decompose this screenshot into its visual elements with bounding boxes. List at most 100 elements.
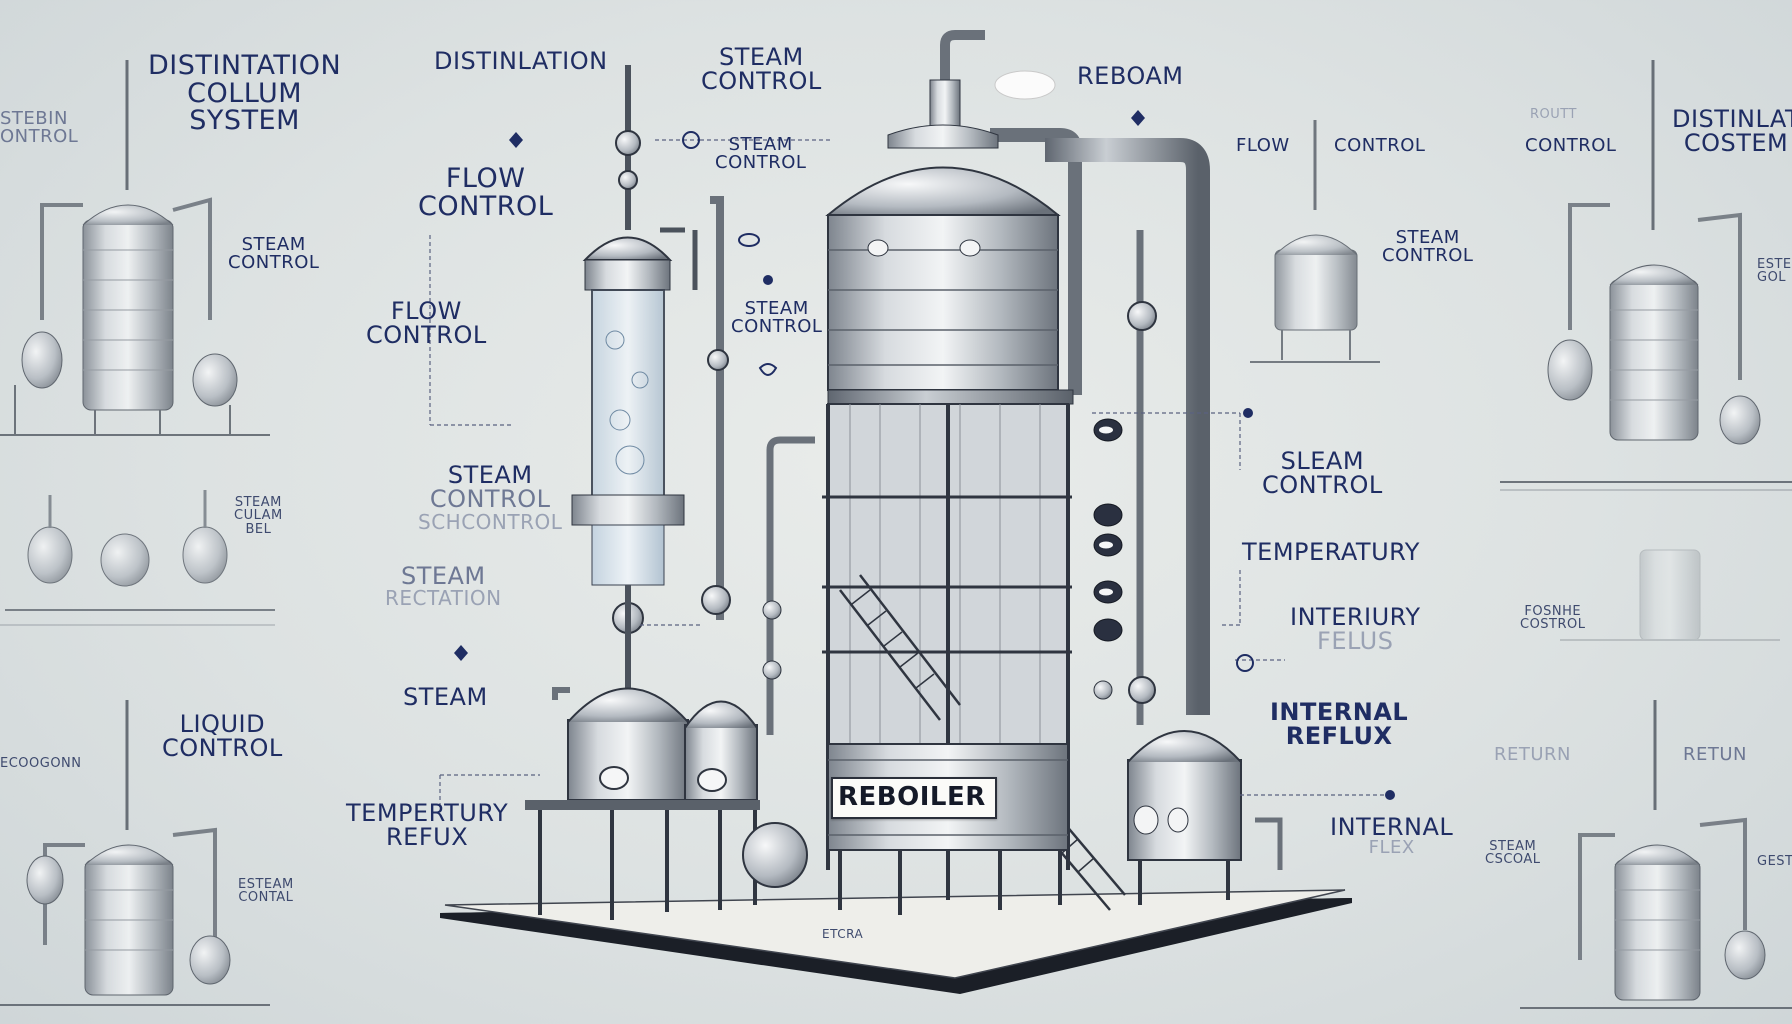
label-flow-control-1-line2: CONTROL bbox=[418, 190, 554, 222]
label-top-steam-control-line1: STEAM bbox=[719, 43, 804, 71]
label-left-blur-line2: ONTROL bbox=[0, 126, 79, 148]
label-top-steam-control-line2: CONTROL bbox=[701, 67, 822, 96]
label-mid-steam-control-line1: STEAM bbox=[744, 298, 809, 319]
label-flow-control-2: FLOW CONTROL bbox=[366, 299, 487, 348]
label-steam-control-big: STEAM CONTROL SCHCONTROL bbox=[418, 461, 563, 534]
label-mid-steam-control: STEAM CONTROL bbox=[731, 298, 823, 338]
label-reboam: REBOAM bbox=[1077, 62, 1184, 90]
label-left-title-line1: DISTINTATION bbox=[148, 50, 342, 81]
label-right-steam-small: STEAM CSCOAL bbox=[1485, 840, 1541, 867]
label-left-steam-control-line1: STEAM bbox=[241, 234, 306, 255]
label-flow-control-1-line1: FLOW bbox=[445, 163, 526, 194]
label-left-blur-line1: STEBIN bbox=[0, 108, 68, 129]
label-temperatury: TEMPERATURY bbox=[1242, 538, 1420, 566]
right-vessel bbox=[1127, 730, 1283, 905]
label-small-steam-control: STEAM CONTROL bbox=[715, 134, 807, 174]
label-sleam-control: SLEAM CONTROL bbox=[1262, 449, 1383, 498]
label-liquid-control: LIQUID CONTROL bbox=[162, 712, 283, 761]
label-right-steam-control-line1: STEAM bbox=[1395, 227, 1460, 248]
label-steam-rectation: STEAM RECTATION bbox=[385, 564, 502, 609]
tall-thin-pipe bbox=[701, 196, 731, 620]
label-far-right-mid-line2: COSTROL bbox=[1520, 617, 1586, 633]
right-unit-middle-ghost bbox=[1560, 549, 1780, 641]
label-reboiler: REBOILER bbox=[838, 782, 986, 812]
label-steam-rectation-line2: RECTATION bbox=[385, 586, 502, 611]
label-distinlation: DISTINLATION bbox=[434, 47, 608, 75]
label-left-esteam-line1: ESTEAM bbox=[238, 877, 294, 892]
markers bbox=[454, 110, 1395, 800]
label-right-steam-control-line2: CONTROL bbox=[1382, 245, 1474, 267]
label-tempertury: TEMPERTURY REFUX bbox=[346, 801, 508, 850]
label-far-right-small-line1: ROUTT bbox=[1530, 107, 1577, 122]
label-return: RETURN bbox=[1494, 744, 1572, 765]
right-unit-top bbox=[1500, 60, 1792, 491]
label-liquid-control-line2: CONTROL bbox=[162, 734, 283, 763]
label-flow-control-1: FLOW CONTROL bbox=[418, 165, 553, 220]
label-sleam-control-line1: SLEAM bbox=[1280, 447, 1365, 475]
main-platform bbox=[440, 889, 1352, 994]
label-right-steam-small-line2: CSCOAL bbox=[1485, 852, 1541, 868]
label-far-right-title-line2: COSTEM bbox=[1683, 129, 1789, 158]
label-right-steam-control: STEAM CONTROL bbox=[1382, 227, 1474, 267]
label-left-steam-control: STEAM CONTROL bbox=[228, 234, 320, 274]
label-left-steam-control-line2: CONTROL bbox=[228, 252, 320, 274]
label-internal-small-line1: INTERNAL bbox=[1330, 813, 1454, 841]
label-internal-small: INTERNAL FLEX bbox=[1330, 815, 1453, 858]
reboiler-nameplate bbox=[831, 777, 997, 819]
label-mid-steam-control-line2: CONTROL bbox=[731, 316, 823, 338]
label-far-right-mid: FOSNHE COSTROL bbox=[1520, 605, 1586, 632]
left-unit-top bbox=[0, 60, 270, 436]
label-interiury: INTERIURY FELUS bbox=[1290, 605, 1420, 654]
main-tower bbox=[822, 30, 1210, 915]
label-right-bottom-edge-line1: GESTEM bbox=[1757, 854, 1792, 869]
label-far-right-small: ROUTT bbox=[1530, 107, 1577, 122]
label-flow-control-2-line2: CONTROL bbox=[366, 321, 487, 350]
label-right-steam-small-line1: STEAM bbox=[1489, 839, 1537, 854]
label-sleam-control-line2: CONTROL bbox=[1262, 471, 1383, 500]
label-retun: RETUN bbox=[1683, 744, 1748, 765]
label-top-steam-control: STEAM CONTROL bbox=[701, 45, 822, 94]
left-unit-bottom bbox=[0, 700, 270, 1006]
label-left-small-blur: ECOOGONN bbox=[0, 756, 82, 771]
label-steam-control-big-line2: CONTROL bbox=[429, 485, 551, 514]
right-thin-column bbox=[1093, 230, 1157, 725]
label-internal-reflux-line1: INTERNAL bbox=[1270, 698, 1409, 726]
label-left-title-line3: SYSTEM bbox=[189, 105, 300, 137]
label-far-right-mid-line1: FOSNHE bbox=[1524, 604, 1582, 619]
label-left-mini: STEAM CULAM BEL bbox=[234, 496, 283, 536]
label-flow-control-2-line1: FLOW bbox=[390, 297, 462, 325]
label-internal-small-line2: FLEX bbox=[1368, 837, 1415, 859]
label-left-blur: STEBIN ONTROL bbox=[0, 108, 79, 148]
label-left-esteam: ESTEAM CONTAL bbox=[238, 878, 294, 905]
label-liquid-control-line1: LIQUID bbox=[179, 710, 266, 738]
label-base-small: ETCRA bbox=[822, 927, 864, 941]
label-right-edge: ESTEM GOL bbox=[1757, 258, 1792, 285]
glass-column bbox=[571, 65, 698, 700]
label-interiury-line2: FELUS bbox=[1317, 627, 1394, 656]
label-interiury-line1: INTERIURY bbox=[1290, 603, 1421, 631]
left-unit-middle bbox=[0, 490, 275, 626]
label-steam-control-big-line3: SCHCONTROL bbox=[418, 509, 563, 534]
right-unit-bottom bbox=[1520, 700, 1792, 1009]
label-right-edge-line1: ESTEM bbox=[1757, 257, 1792, 272]
label-left-mini-line3: BEL bbox=[245, 521, 272, 537]
label-left-title-line2: COLLUM bbox=[187, 77, 303, 109]
label-left-mini-line2: CULAM bbox=[234, 508, 283, 524]
label-right-edge-line2: GOL bbox=[1757, 270, 1787, 286]
label-flow: FLOW bbox=[1236, 135, 1290, 156]
label-internal-reflux-line2: REFLUX bbox=[1285, 722, 1393, 751]
label-far-right-title-line1: DISTINLAT bbox=[1672, 105, 1792, 133]
label-far-right-control: CONTROL bbox=[1525, 135, 1617, 156]
label-tempertury-line1: TEMPERTURY bbox=[346, 799, 509, 827]
label-steam-rectation-line1: STEAM bbox=[400, 562, 486, 590]
label-left-esteam-line2: CONTAL bbox=[238, 890, 294, 906]
label-small-steam-control-line1: STEAM bbox=[728, 134, 793, 155]
label-steam-control-big-line1: STEAM bbox=[447, 461, 533, 489]
left-vessels bbox=[525, 436, 815, 920]
label-internal-reflux: INTERNAL REFLUX bbox=[1270, 700, 1408, 749]
label-small-steam-control-line2: CONTROL bbox=[715, 152, 807, 174]
label-left-mini-line1: STEAM bbox=[234, 495, 282, 510]
label-steam: STEAM bbox=[403, 683, 488, 711]
right-unit-top-small bbox=[1250, 120, 1380, 363]
